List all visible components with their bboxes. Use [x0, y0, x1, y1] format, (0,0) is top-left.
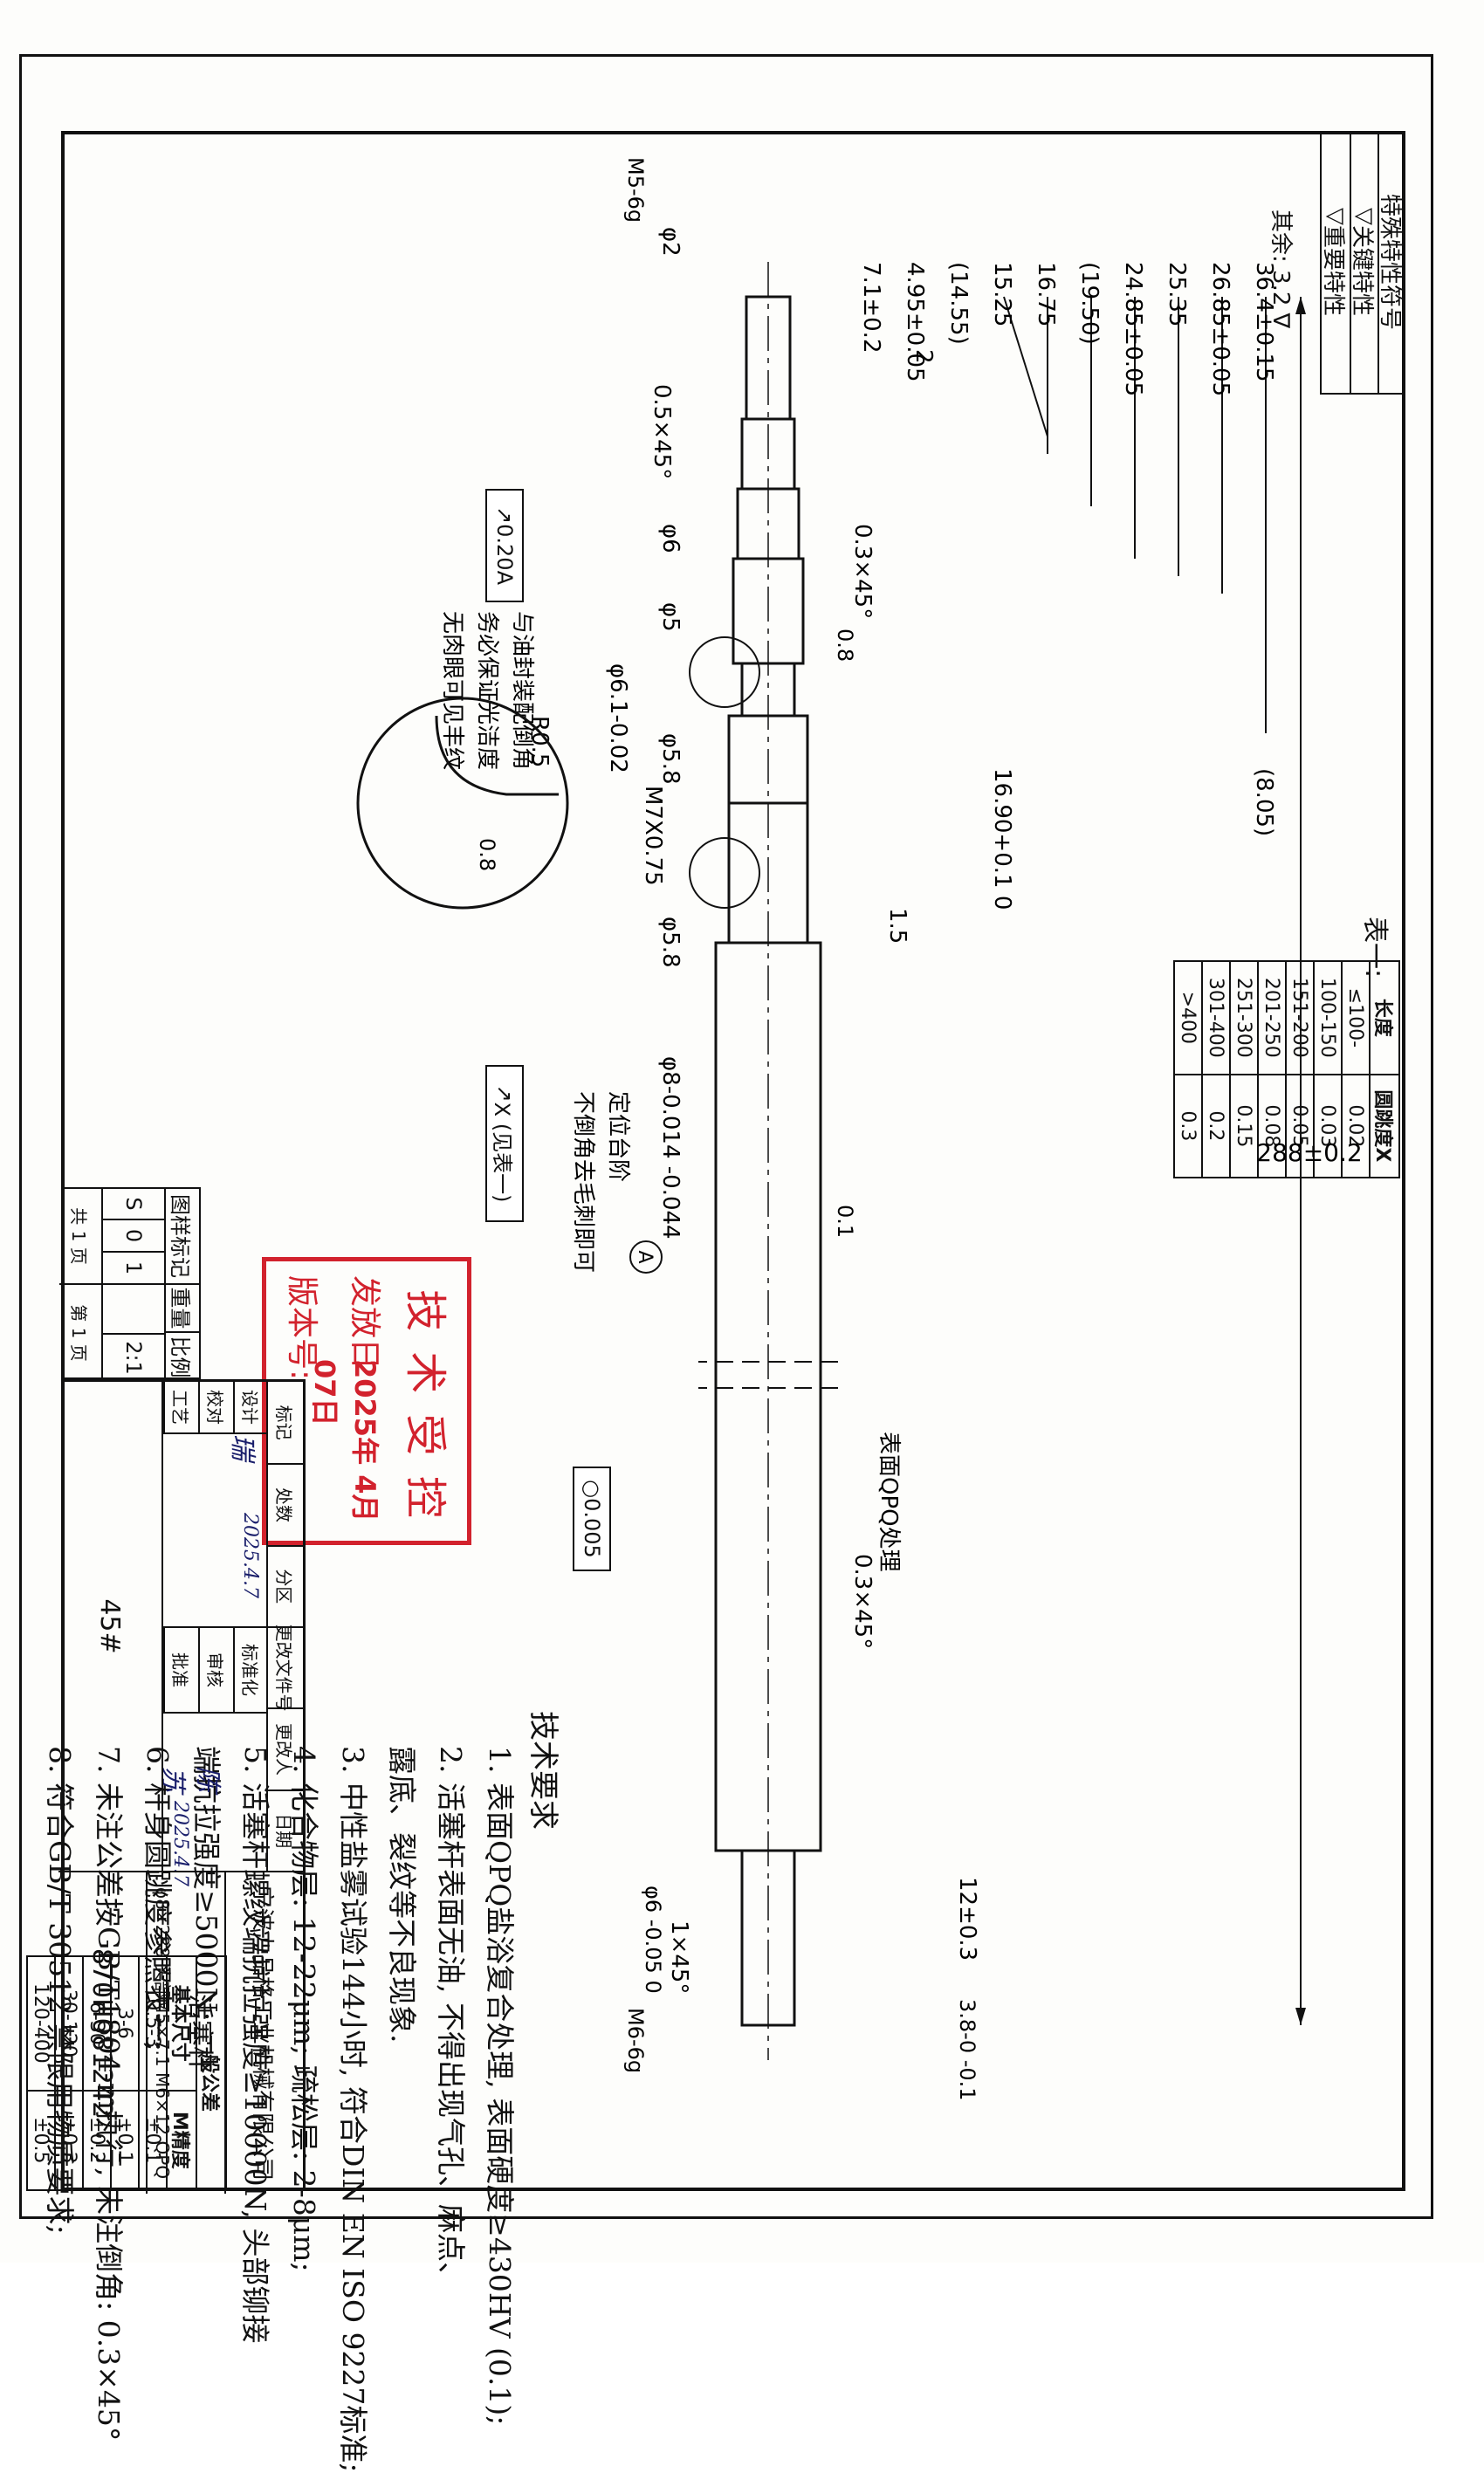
revision-header-cell: 处数 — [268, 1463, 303, 1545]
dia-phi8: φ8-0.014 -0.044 — [657, 1056, 684, 1240]
dim-d5: (19.50) — [1076, 262, 1103, 345]
dim-d13: 1.5 — [884, 908, 910, 944]
note-qpq: 表面QPQ处理 — [876, 1432, 902, 1572]
dim-d2: 26.85±0.05 — [1207, 262, 1233, 396]
revision-header-cell: 分区 — [268, 1544, 303, 1626]
dia-phi58a: φ5.8 — [657, 917, 684, 968]
stamp-title: 技 术 受 控 — [401, 1289, 450, 1522]
dim-d9: 4.95±0.05 — [902, 262, 928, 382]
dim-d4: 24.85±0.05 — [1120, 262, 1146, 396]
dim-d10: 7.1±0.2 — [858, 262, 884, 353]
title-block: 标记处数分区更改文件号更改人日期 设计标准化 校对审核 工艺批准 瑞 2025.4.… — [58, 1379, 306, 2194]
chamfer-3: 0.5×45° — [649, 384, 675, 479]
revision-header-cell: 更改人 — [268, 1707, 303, 1789]
dia-phi6: φ6.1-0.02 — [605, 663, 631, 773]
mark-value-3: 1 — [103, 1253, 164, 1285]
dim-d16: 2 — [910, 349, 937, 364]
dim-d1: 36.4±0.15 — [1251, 262, 1277, 382]
chamfer-2: 0.3×45° — [849, 524, 876, 619]
thread-mid: M7X0.75 — [640, 786, 666, 886]
dim-d8: (14.55) — [945, 262, 972, 345]
stamp-date-value: 2025年 4月 07日 — [308, 1359, 381, 1522]
datum-symbol: A — [634, 1250, 656, 1263]
sign-extra: 标准化 — [233, 1626, 268, 1714]
sign-extra: 批准 — [163, 1626, 198, 1714]
roughness-1: 0.8 — [833, 629, 857, 662]
thread-right: M5-6g — [623, 157, 648, 223]
drawing-sheet: 特殊特性符号 ▽ 关键特性 ▽ 重要特性 其余: 3.2 ∇ 表一: 长度圆跳度… — [19, 54, 1433, 2473]
note-seal1: 与油封装配倒角 — [509, 611, 535, 770]
mark-value-1: S — [103, 1189, 164, 1220]
roughness-2: 0.1 — [833, 1205, 857, 1238]
dim-overall: 288±0.2 — [1256, 1138, 1362, 1167]
company-name: 宁波力品格工业机械有限公司 — [224, 1871, 303, 2194]
thread-left: M6-6g — [623, 2008, 648, 2073]
weight-label: 重量 — [164, 1285, 199, 1333]
dim-d7: 15.25 — [989, 262, 1015, 326]
sign-designer-date: 2025.4.7 — [239, 1513, 261, 1598]
revision-header-cell: 日期 — [268, 1789, 303, 1871]
sheet-current: 第 1 页 — [59, 1285, 103, 1381]
dia-phi6b: φ6 — [657, 524, 684, 553]
runout-flag-2: ↗ 0.20 A — [485, 489, 524, 602]
drawing-number: 870H081242 — [58, 1871, 146, 2194]
revision-header-cell: 更改文件号 — [268, 1625, 303, 1712]
revision-header-cell: 标记 — [273, 1405, 295, 1440]
part-spec: φ8×288 头部M5×7.1 M6×12 QPQ — [146, 1871, 181, 2194]
detail-view — [356, 697, 569, 910]
sign-role: 校对 — [198, 1382, 233, 1434]
mark-block: 图样标记 重量 比例 S 0 1 2:1 共 1 页 第 1 页 — [59, 1187, 201, 1381]
sign-reviewer: 陈 — [192, 1766, 223, 1792]
dim-d12: 16.90+0.1 0 — [989, 768, 1015, 910]
dia-phi5: φ5 — [657, 602, 684, 632]
note-seal2: 务必保证光洁度 — [474, 611, 500, 770]
mark-label: 图样标记 — [164, 1189, 199, 1285]
chamfer-1: 0.3×45° — [849, 1554, 876, 1649]
dia-phi6left: φ6 -0.05 0 — [641, 1886, 665, 1994]
dim-d6: 16.75 — [1033, 262, 1059, 326]
dim-d14: 12±0.3 — [954, 1877, 980, 1961]
sign-extra: 审核 — [198, 1626, 233, 1714]
dia-phi2: φ2 — [657, 227, 684, 257]
stamp-version-label: 版本号: — [284, 1275, 319, 1381]
stamp-date-label: 发放日 — [347, 1275, 382, 1370]
note-seal3: 无肉眼可见丰纹 — [439, 611, 465, 770]
runout-flag: ↗ X (见表一) — [485, 1065, 524, 1222]
dim-d11: (8.05) — [1251, 768, 1277, 836]
sign-designer: 瑞 — [227, 1434, 258, 1460]
roughness-3: 0.8 — [475, 838, 499, 871]
note-step: 定位台阶 — [605, 1091, 631, 1182]
sheet-total: 共 1 页 — [59, 1189, 103, 1285]
roundness-flag: ○ 0.005 — [573, 1467, 611, 1571]
chamfer-4: 1×45° — [666, 1920, 692, 1994]
dim-d3: 25.35 — [1164, 262, 1190, 326]
part-name: 活塞杆 — [181, 1871, 224, 2194]
scale-label: 比例 — [164, 1333, 199, 1381]
scale-value: 2:1 — [103, 1333, 164, 1381]
material: 45# — [58, 1382, 163, 1871]
dim-d15: 3.8-0 -0.1 — [955, 1999, 979, 2101]
dia-phi58b: φ5.8 — [657, 733, 684, 785]
sign-role: 设计 — [233, 1382, 268, 1434]
note-burr: 不倒角去毛刺即可 — [570, 1091, 596, 1273]
part-drawing: 288±0.2 36.4±0.15 26.85±0.05 25.35 24.85… — [356, 157, 1363, 2101]
mark-value-2: 0 — [103, 1220, 164, 1253]
sign-role: 工艺 — [163, 1382, 198, 1434]
